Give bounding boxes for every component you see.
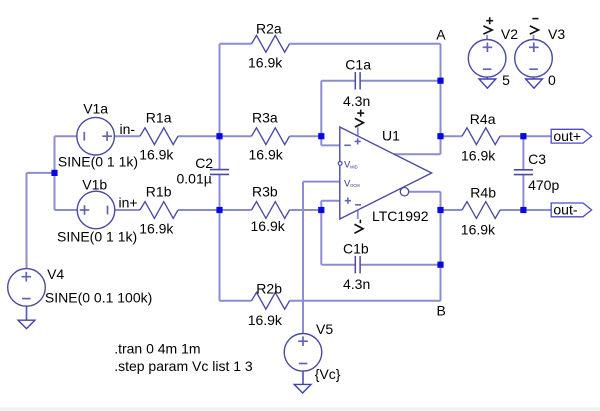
svg-text:C1b: C1b	[343, 241, 369, 257]
svg-text:0.01µ: 0.01µ	[177, 171, 212, 187]
svg-text:16.9k: 16.9k	[139, 147, 174, 163]
svg-text:0: 0	[548, 72, 556, 88]
svg-text:out-: out-	[553, 202, 577, 218]
svg-text:4.3n: 4.3n	[343, 276, 370, 292]
svg-text:V5: V5	[316, 321, 333, 337]
svg-text:out+: out+	[553, 128, 581, 144]
svg-text:.tran 0 4m 1m: .tran 0 4m 1m	[114, 341, 200, 357]
svg-text:in+: in+	[119, 195, 138, 211]
svg-text:SINE(0 0.1 100k): SINE(0 0.1 100k)	[45, 289, 152, 305]
svg-text:U1: U1	[382, 127, 400, 143]
svg-text:SINE(0 1 1k): SINE(0 1 1k)	[58, 154, 138, 170]
svg-text:R3b: R3b	[252, 184, 278, 200]
svg-text:R4b: R4b	[470, 184, 496, 200]
svg-text:V: V	[344, 160, 351, 171]
svg-text:5: 5	[502, 72, 510, 88]
svg-text:LTC1992: LTC1992	[372, 208, 429, 224]
svg-text:R2b: R2b	[256, 281, 282, 297]
svg-text:16.9k: 16.9k	[248, 54, 283, 70]
svg-text:V1b: V1b	[82, 176, 107, 192]
svg-text:C2: C2	[195, 155, 213, 171]
svg-text:16.9k: 16.9k	[251, 218, 286, 234]
svg-text:R1a: R1a	[146, 109, 172, 125]
svg-text:R2a: R2a	[256, 21, 282, 37]
svg-text:{Vc}: {Vc}	[315, 366, 341, 382]
svg-text:B: B	[437, 302, 446, 318]
svg-text:16.9k: 16.9k	[139, 221, 174, 237]
svg-text:V: V	[344, 178, 351, 189]
svg-text:C1a: C1a	[345, 56, 371, 72]
svg-text:470p: 470p	[528, 177, 559, 193]
svg-text:V3: V3	[548, 26, 565, 42]
svg-text:.step param Vc list 1 3: .step param Vc list 1 3	[114, 358, 253, 374]
svg-text:SINE(0 1 1k): SINE(0 1 1k)	[57, 229, 137, 245]
svg-text:R4a: R4a	[470, 111, 496, 127]
svg-text:16.9k: 16.9k	[461, 147, 496, 163]
svg-text:MID: MID	[350, 164, 358, 169]
svg-text:A: A	[436, 27, 446, 43]
svg-text:C3: C3	[528, 151, 546, 167]
svg-text:16.9k: 16.9k	[248, 312, 283, 328]
svg-text:16.9k: 16.9k	[461, 221, 496, 237]
svg-text:V1a: V1a	[83, 101, 108, 117]
svg-text:OCM: OCM	[350, 183, 360, 188]
svg-text:4.3n: 4.3n	[343, 93, 370, 109]
svg-text:R1b: R1b	[146, 184, 172, 200]
svg-text:V4: V4	[47, 266, 64, 282]
svg-text:R3a: R3a	[252, 109, 278, 125]
svg-text:in-: in-	[120, 121, 136, 137]
svg-text:V2: V2	[501, 26, 518, 42]
svg-text:16.9k: 16.9k	[249, 147, 284, 163]
